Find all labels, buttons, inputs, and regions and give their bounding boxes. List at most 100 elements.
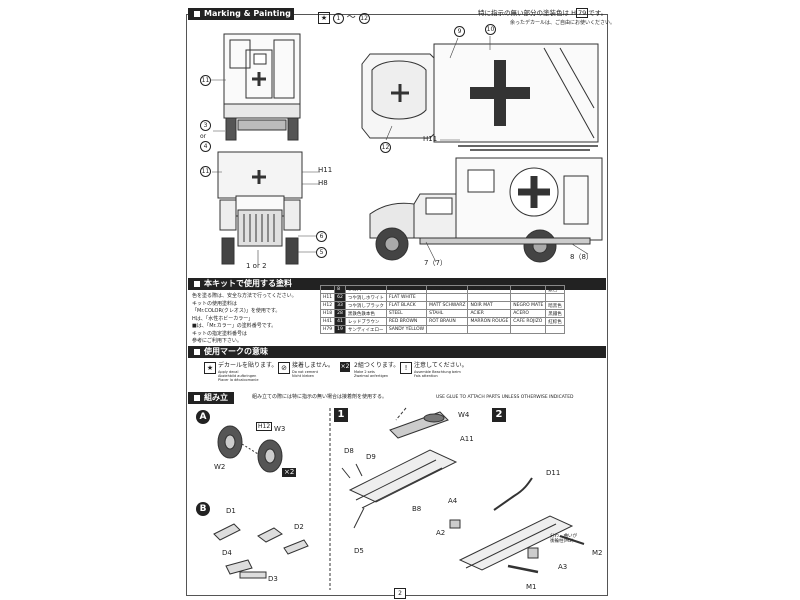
callout-12-number: 12 xyxy=(380,142,391,153)
paint-header-square-icon xyxy=(194,280,200,287)
paint-note-line: Hは、「水性ホビーカラー」 xyxy=(192,315,254,322)
step-1-marker: 1 xyxy=(334,408,348,422)
part-a11: A11 xyxy=(460,435,474,443)
symbol-caution-sub: Assemble Beachtung beim Fais attention xyxy=(414,370,461,378)
callout-7: 7（7） xyxy=(424,258,447,268)
assembly-section-header: 組み立て xyxy=(188,392,234,414)
callout-h8: H8 xyxy=(318,179,328,187)
side-view-truck xyxy=(369,145,603,263)
part-d3: D3 xyxy=(268,575,278,583)
painting-note-end: です。 xyxy=(588,9,608,17)
symbol-make-2-label: 2組つくります。 xyxy=(354,362,400,369)
part-w4: W4 xyxy=(458,411,470,419)
part-d1: D1 xyxy=(226,507,236,515)
callout-11-rear-number: 11 xyxy=(200,75,211,86)
decal-range-to: 12 xyxy=(358,13,370,24)
step-a-marker: A xyxy=(196,410,210,424)
callout-10: 10 xyxy=(485,24,496,35)
callout-6-number: 6 xyxy=(316,231,327,242)
step-2-marker: 2 xyxy=(492,408,506,422)
callout-11-front: 11 xyxy=(200,166,211,177)
no-glue-icon: ⊘ xyxy=(278,362,290,374)
callout-11-rear: 11 xyxy=(200,75,211,86)
part-b8: B8 xyxy=(412,505,422,513)
callout-1-or-2-text: 1 or 2 xyxy=(246,262,267,270)
part-m1: M1 xyxy=(526,583,537,591)
step-2-label: 2 xyxy=(495,409,503,420)
decal-note-line2: 余ったデカールは、ご自由にお使いください。 xyxy=(510,20,616,26)
header-square-icon xyxy=(194,10,200,17)
part-d11: D11 xyxy=(546,469,561,477)
callout-or-text: or xyxy=(200,133,207,140)
part-h12: H12 xyxy=(256,422,273,431)
symbols-header-square-icon xyxy=(194,348,200,355)
paint-note-line: 参考にご利用下さい。 xyxy=(192,338,242,344)
symbol-caution-label: 注意してください。 xyxy=(414,362,468,369)
part-note: 分わ、曲いが 後輪柱(M2) xyxy=(550,534,577,544)
callout-11-front-number: 11 xyxy=(200,166,211,177)
paint-section-title: 本キットで使用する塗料 xyxy=(204,279,292,288)
page-number: 2 xyxy=(398,590,402,597)
callout-9-number: 9 xyxy=(454,26,465,37)
step-b-label: B xyxy=(199,504,207,514)
step-b-parts xyxy=(213,523,309,579)
paint-notes: 色を塗る際は、安全な方法で行ってください。 キットの使用塗料は 「Mr.COLO… xyxy=(192,293,297,346)
part-m2: M2 xyxy=(592,549,603,557)
step-a-label: A xyxy=(199,412,207,422)
callout-9: 9 xyxy=(454,26,465,37)
step-1-label: 1 xyxy=(337,409,345,420)
times-two-badge: ×2 xyxy=(282,468,297,477)
part-d4: D4 xyxy=(222,549,232,557)
paint-note-line: 色を塗る際は、安全な方法で行ってください。 xyxy=(192,293,297,299)
symbol-make-2-sub: Make 2 sets Zweimal anfertigen xyxy=(354,370,389,378)
part-d5: D5 xyxy=(354,547,364,555)
step-a-wheels xyxy=(217,425,283,473)
painting-note-text: 特に指示の無い部分の塗装色は H xyxy=(478,9,576,17)
star-icon: ★ xyxy=(318,12,330,24)
assembly-note-jp: 組み立ての際には特に指示の無い場合は接着剤を使用する。 xyxy=(252,394,388,400)
callout-6: 6 xyxy=(316,231,327,242)
assembly-section-title: 組み立て xyxy=(194,393,228,414)
step-1-chassis xyxy=(341,411,458,529)
part-w2: W2 xyxy=(214,463,226,471)
page-number-box: 2 xyxy=(394,588,406,599)
callout-h11-front: H11 xyxy=(318,166,332,174)
callout-5: 5 xyxy=(316,247,327,258)
symbols-section-title: 使用マークの意味 xyxy=(204,347,268,356)
callout-h11-front-text: H11 xyxy=(318,166,333,174)
decal-range-from: 1 xyxy=(332,13,344,24)
paint-note-line: 「Mr.COLOR(クレオス)」を使用です。 xyxy=(192,308,281,314)
callout-5-number: 5 xyxy=(316,247,327,258)
part-a3: A3 xyxy=(558,563,568,571)
decal-star-icon: ★ xyxy=(204,362,216,374)
painting-note-code: 79 xyxy=(575,8,589,18)
paint-note-line: キットの使用塗料は xyxy=(192,300,238,307)
symbols-section-header: 使用マークの意味 xyxy=(188,346,606,358)
symbol-decal-label: デカールを貼ります。 xyxy=(218,362,278,369)
symbol-decal-sub: Apply decal Abziehbild aufbringen Placer… xyxy=(218,370,259,382)
paint-name-cn xyxy=(545,325,565,334)
top-view-truck xyxy=(361,43,599,143)
symbol-no-cement-sub: Do not cement Nicht kleben xyxy=(292,370,319,378)
marking-painting-header: Marking & Painting xyxy=(188,8,294,20)
part-d9: D9 xyxy=(366,453,376,461)
paint-note-line: ■は、「Mr.カラー」の塗料番号です。 xyxy=(192,323,277,329)
callout-8: 8（8） xyxy=(570,252,593,262)
rear-view-truck xyxy=(223,33,301,141)
symbol-no-cement-label: 接着しません。 xyxy=(292,362,334,369)
front-view-truck xyxy=(217,151,303,265)
assembly-header-square-icon xyxy=(194,394,200,401)
step-2-chassis xyxy=(449,477,585,574)
callout-3-or-4: 3 or 4 xyxy=(200,120,211,152)
callout-12: 12 xyxy=(380,142,391,153)
part-d8: D8 xyxy=(344,447,354,455)
paint-note-line: キットの指定塗料番号は xyxy=(192,330,248,337)
part-a4: A4 xyxy=(448,497,458,505)
